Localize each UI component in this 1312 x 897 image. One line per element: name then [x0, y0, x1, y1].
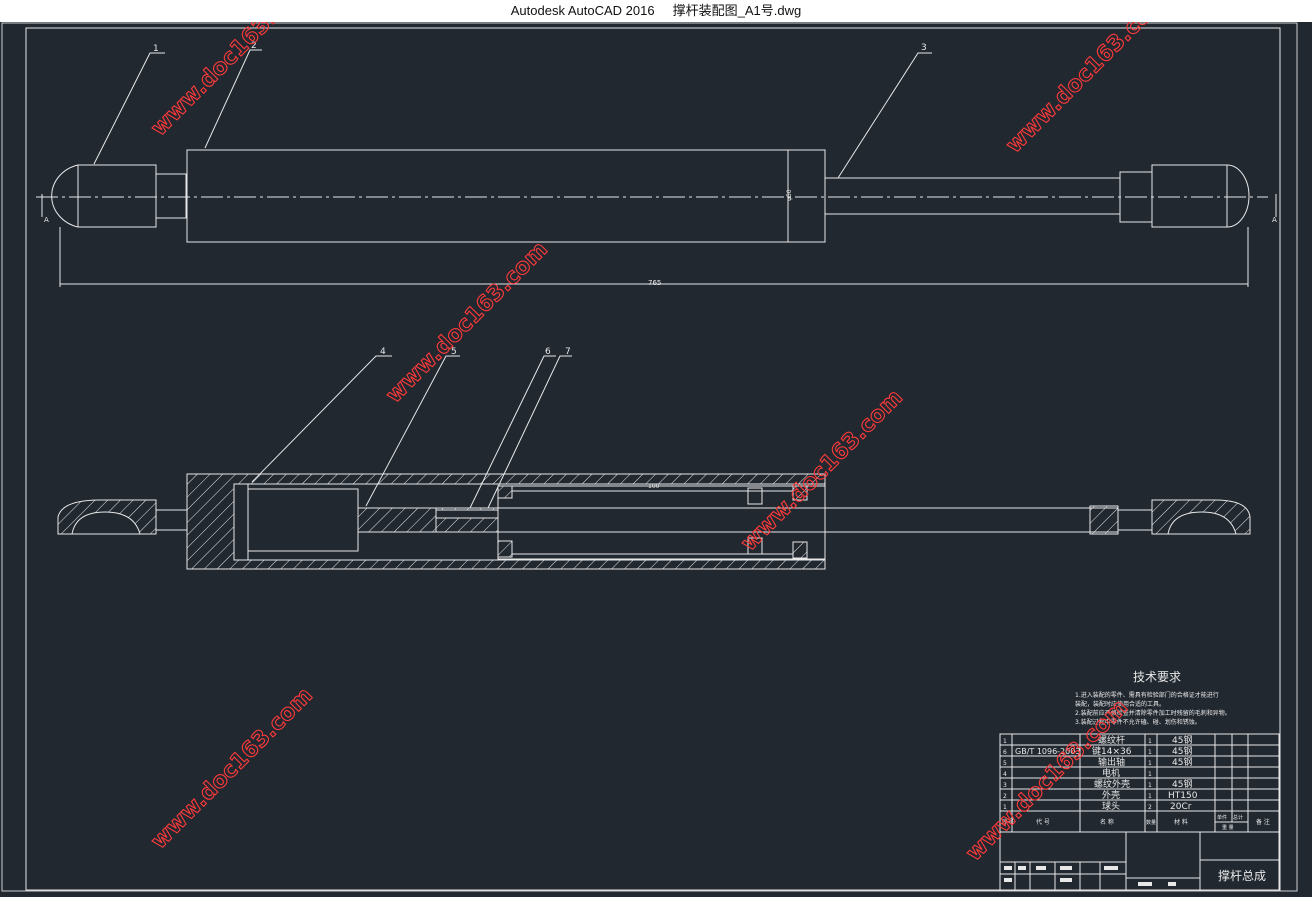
part-row-4-qty: 1 [1148, 771, 1152, 778]
section-mark-left: A [44, 216, 49, 224]
parts-list-grid [999, 733, 1280, 833]
callout-3: 3 [921, 43, 927, 53]
part-row-1-no: 1 [1003, 738, 1007, 745]
header-no: 序号 [1002, 818, 1014, 826]
header-unit-weight: 单件 [1217, 814, 1227, 821]
part-row-4-name: 电机 [1102, 767, 1120, 779]
part-row-2-material: 45钢 [1172, 745, 1192, 757]
part-row-6-name: 外壳 [1102, 789, 1120, 801]
part-row-7-qty: 2 [1148, 804, 1152, 811]
title-block-marks [1004, 866, 1176, 886]
inner-dim: 100 [648, 483, 660, 490]
part-row-2-qty: 1 [1148, 749, 1152, 756]
tech-req-line-1: 1.进入装配的零件、需具有检验部门的合格证才能进行 [1075, 691, 1219, 699]
part-row-2-no: 6 [1003, 749, 1007, 756]
part-row-5-qty: 1 [1148, 782, 1152, 789]
section-mark-right: A [1272, 216, 1277, 224]
header-qty: 数量 [1146, 819, 1156, 826]
part-row-3-no: 5 [1003, 760, 1007, 767]
tech-req-line-2: 装配，装配时应使用合适的工具。 [1075, 700, 1165, 708]
header-code: 代 号 [1036, 818, 1050, 826]
part-row-4-no: 4 [1003, 771, 1007, 778]
parts-list-rows: 1 螺纹杆 1 45钢 6 GB/T 1096-2003 键14×36 1 45… [1002, 734, 1270, 831]
part-row-6-no: 2 [1003, 793, 1007, 800]
part-row-5-material: 45钢 [1172, 778, 1192, 790]
leaders-top [93, 49, 932, 179]
window-titlebar: Autodesk AutoCAD 2016 撑杆装配图_A1号.dwg [0, 0, 1312, 22]
header-name: 名 称 [1100, 818, 1114, 826]
callout-4: 4 [380, 347, 386, 357]
part-row-7-material: 20Cr [1170, 802, 1192, 812]
diameter-dim: φ50 [786, 189, 793, 201]
callout-7: 7 [565, 347, 571, 357]
leaders-section [251, 355, 572, 509]
tech-req-line-3: 2.装配前应严格检查并清除零件加工时残留的毛刺和异物。 [1075, 709, 1231, 717]
file-name: 撑杆装配图_A1号.dwg [672, 3, 802, 18]
part-row-3-material: 45钢 [1172, 756, 1192, 768]
assembly-top-view [36, 149, 1277, 287]
watermark-text: www.doc163.com [1002, 22, 1173, 158]
title-block [999, 831, 1280, 891]
drawing-name: 撑杆总成 [1218, 868, 1266, 883]
watermark-text: www.doc163.com [382, 237, 553, 408]
part-row-6-qty: 1 [1148, 793, 1152, 800]
inner-frame [25, 27, 1281, 891]
header-total-weight: 总计 [1233, 814, 1243, 821]
watermark-layer: www.doc163.com www.doc163.com www.doc163… [146, 0, 1173, 867]
part-row-7-no: 1 [1003, 804, 1007, 811]
overall-length-dim: 765 [648, 279, 661, 287]
part-row-5-no: 3 [1003, 782, 1007, 789]
callout-2: 2 [251, 41, 257, 51]
part-row-1-name: 螺纹杆 [1098, 734, 1125, 746]
callout-5: 5 [451, 347, 457, 357]
part-row-5-name: 螺纹外壳 [1094, 778, 1130, 790]
part-row-1-qty: 1 [1148, 738, 1152, 745]
part-row-2-name: 键14×36 [1092, 745, 1132, 757]
part-row-7-name: 球头 [1102, 800, 1120, 812]
callout-6: 6 [545, 347, 551, 357]
part-row-6-material: HT150 [1168, 791, 1198, 801]
app-title: Autodesk AutoCAD 2016 [510, 3, 655, 18]
header-material: 材 料 [1174, 818, 1188, 826]
part-row-3-name: 输出轴 [1098, 756, 1125, 768]
part-row-1-material: 45钢 [1172, 734, 1192, 746]
assembly-section-view [57, 473, 1251, 570]
outer-frame [1, 22, 1298, 892]
header-remarks: 备 注 [1256, 818, 1270, 826]
watermark-text: www.doc163.com [147, 22, 318, 141]
watermark-text: www.doc163.com [147, 683, 318, 854]
part-row-3-qty: 1 [1148, 760, 1152, 767]
header-weight: 重 量 [1222, 824, 1234, 831]
callout-1: 1 [153, 44, 159, 54]
part-row-2-code: GB/T 1096-2003 [1015, 747, 1080, 756]
tech-req-line-4: 3.装配过程中零件不允许磕、碰、划伤和锈蚀。 [1075, 718, 1201, 726]
tech-req-title: 技术要求 [1133, 670, 1181, 684]
